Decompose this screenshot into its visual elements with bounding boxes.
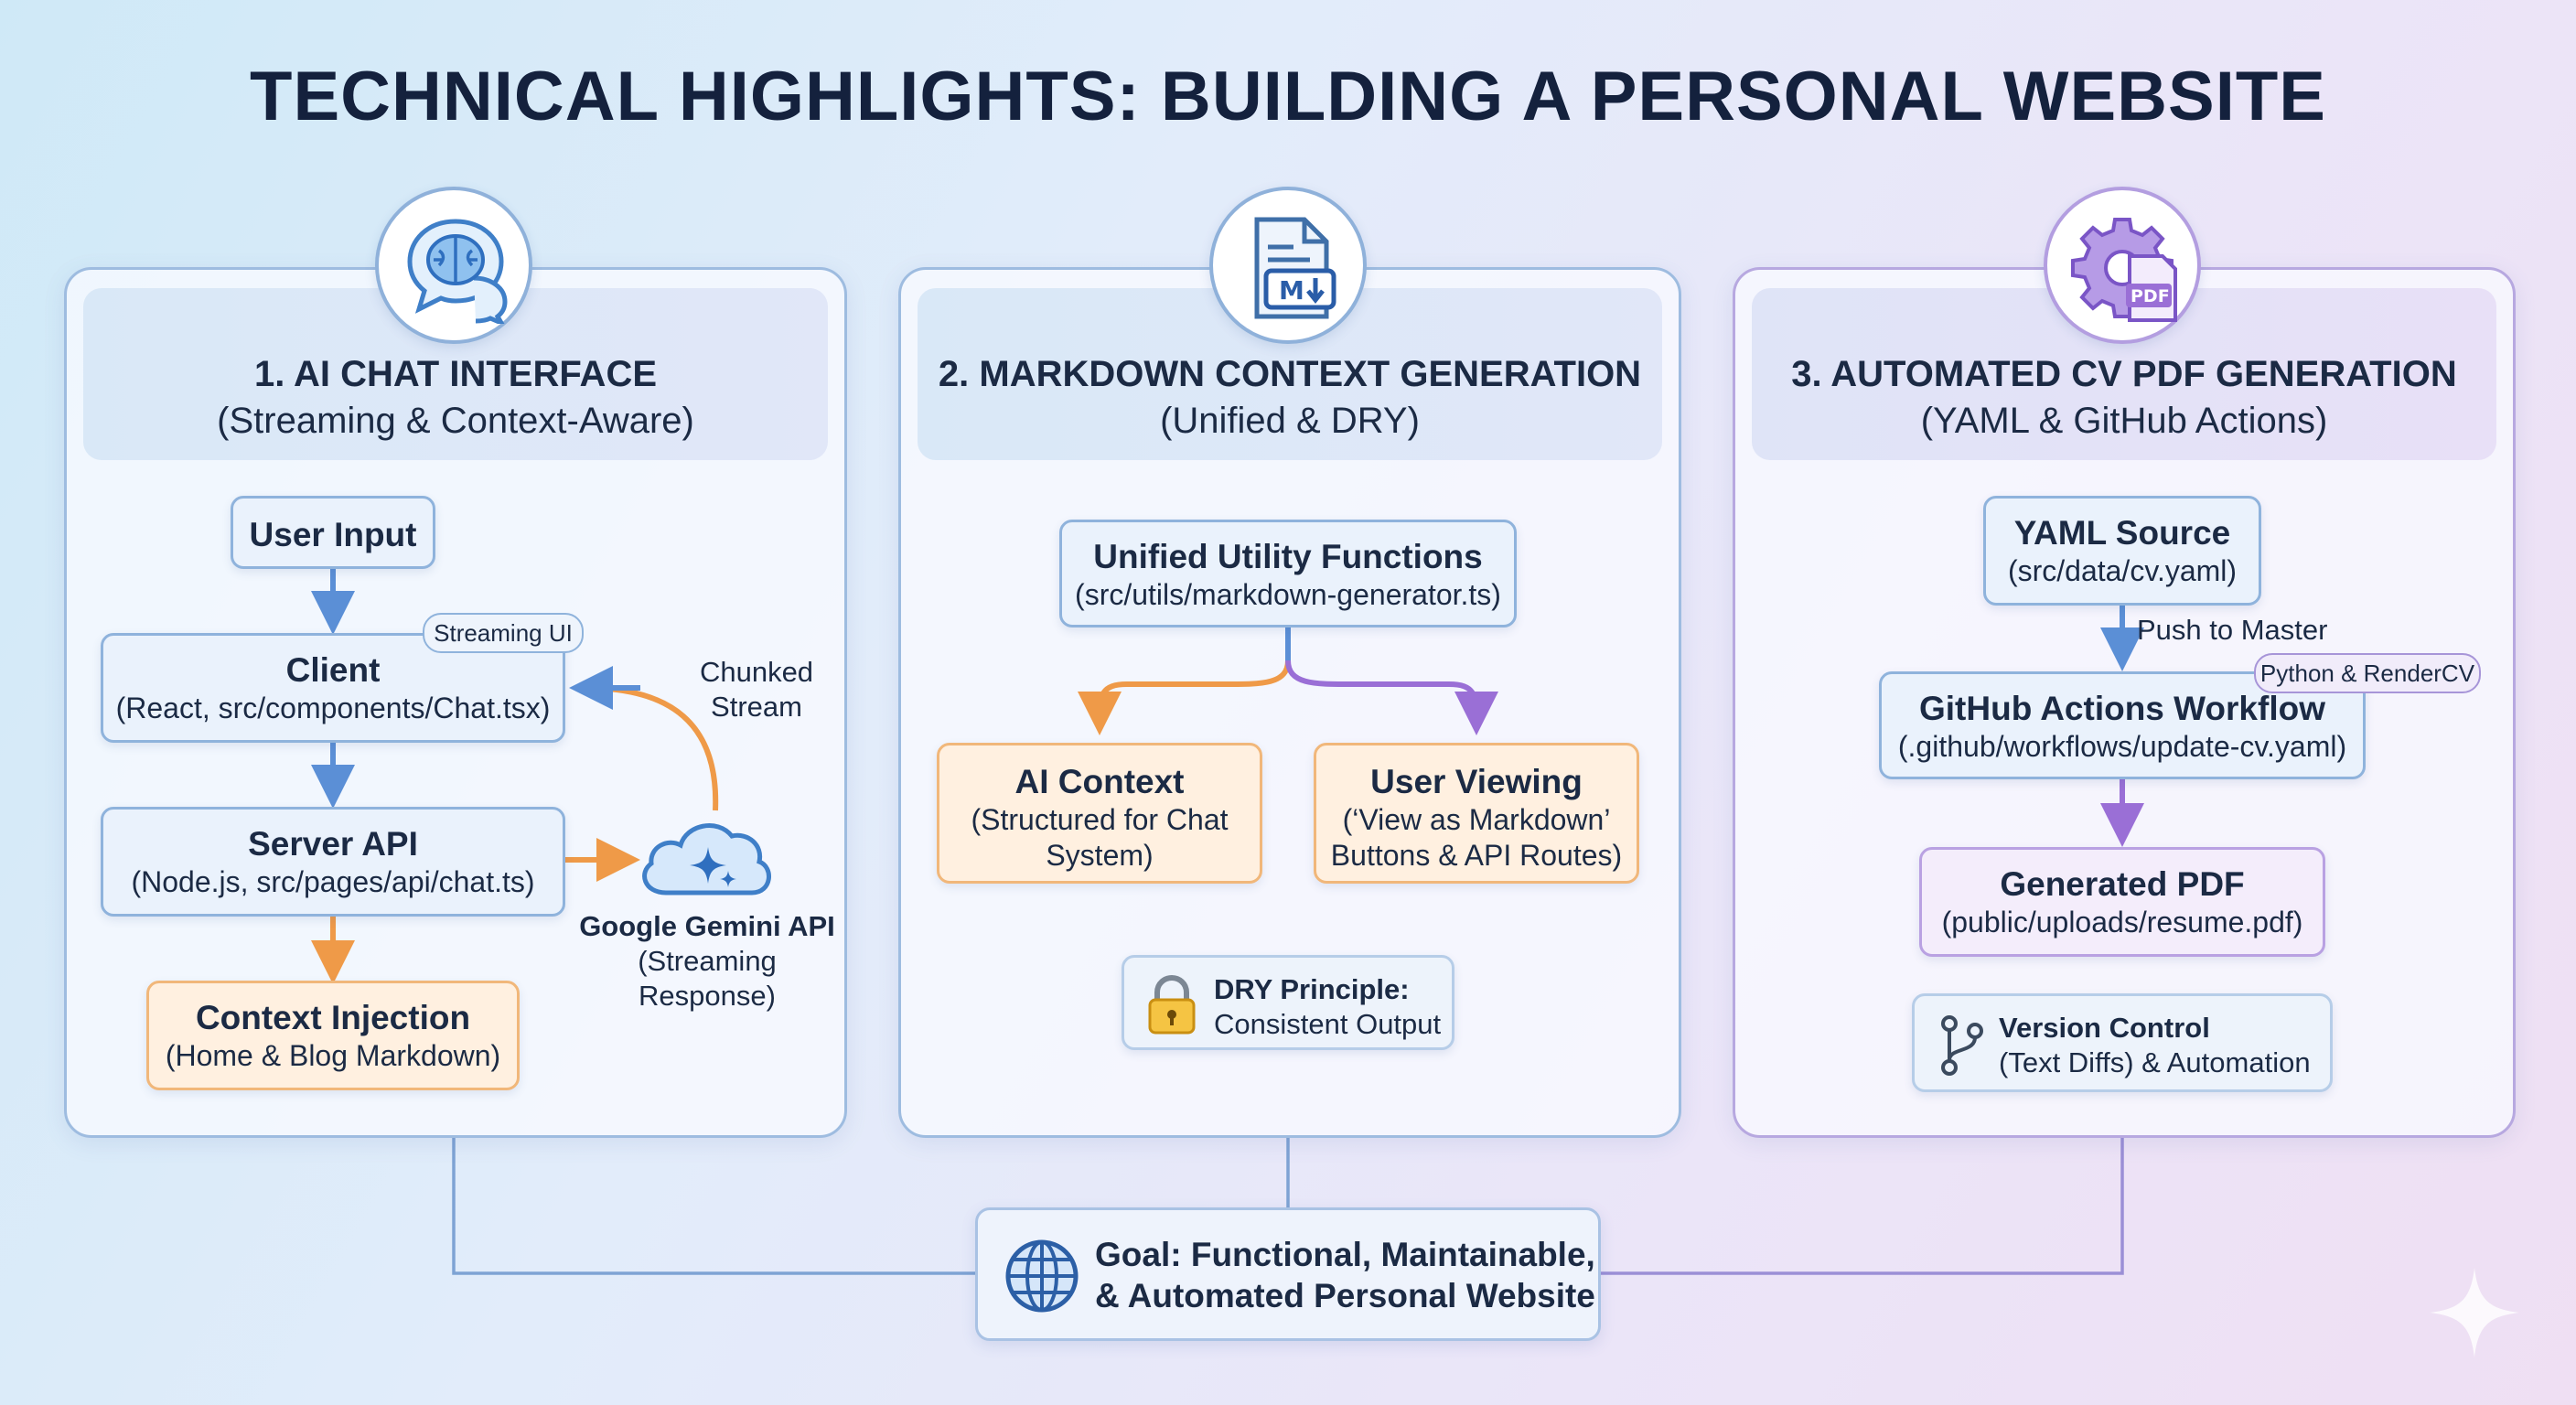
panel-cv-pdf: 3. AUTOMATED CV PDF GENERATION (YAML & G… [1733, 267, 2516, 1138]
streaming-ui-badge: Streaming UI [423, 613, 584, 653]
gear-pdf-icon: PDF [2044, 187, 2201, 344]
panel-subtitle: (Streaming & Context-Aware) [217, 401, 694, 441]
page-title: TECHNICAL HIGHLIGHTS: BUILDING A PERSONA… [250, 58, 2326, 135]
user-viewing-title: User Viewing [1370, 763, 1583, 800]
user-viewing-box: User Viewing (‘View as Markdown’ Buttons… [1314, 743, 1639, 884]
user-input-box: User Input [231, 496, 435, 569]
pdf-icon-label: PDF [2131, 286, 2170, 306]
gemini-api-label: Google Gemini API (Streaming Response) [574, 909, 840, 1013]
dry-subtitle: Consistent Output [1214, 1008, 1442, 1041]
lock-icon [1148, 974, 1196, 1035]
context-subtitle: (Home & Blog Markdown) [165, 1039, 501, 1073]
server-api-box: Server API (Node.js, src/pages/api/chat.… [101, 807, 565, 917]
chunked-label-line: Stream [711, 690, 802, 723]
server-title: Server API [248, 825, 418, 863]
sparkle-icon [2430, 1268, 2519, 1357]
client-title: Client [285, 651, 381, 689]
svg-text:M: M [1279, 275, 1304, 306]
dry-title: DRY Principle: [1214, 973, 1410, 1005]
version-control-box: Version Control (Text Diffs) & Automatio… [1912, 993, 2333, 1092]
python-rendercv-badge: Python & RenderCV [2254, 653, 2481, 693]
pdf-subtitle: (public/uploads/resume.pdf) [1941, 906, 2303, 939]
utility-title: Unified Utility Functions [1093, 538, 1483, 575]
gemini-title: Google Gemini API [579, 910, 835, 942]
panel-title: 1. AI CHAT INTERFACE [253, 354, 658, 394]
version-control-text: Version Control (Text Diffs) & Automatio… [1999, 1011, 2311, 1081]
panel-title: 3. AUTOMATED CV PDF GENERATION [1791, 354, 2457, 394]
ai-context-title: AI Context [1014, 763, 1185, 800]
user-viewing-subtitle-line: Buttons & API Routes) [1330, 839, 1623, 873]
goal-text: Goal: Functional, Maintainable, & Automa… [1095, 1234, 1595, 1316]
user-viewing-subtitle-line: (‘View as Markdown’ [1342, 803, 1611, 837]
goal-box: Goal: Functional, Maintainable, & Automa… [975, 1207, 1601, 1341]
gemini-subtitle-line: (Streaming [638, 944, 777, 977]
generated-pdf-box: Generated PDF (public/uploads/resume.pdf… [1919, 847, 2325, 957]
panel-subtitle: (Unified & DRY) [1160, 401, 1420, 441]
chunked-label-line: Chunked [699, 656, 814, 688]
goal-line: Goal: Functional, Maintainable, [1095, 1236, 1595, 1273]
goal-line: & Automated Personal Website [1095, 1277, 1595, 1315]
ai-context-box: AI Context (Structured for Chat System) [937, 743, 1262, 884]
version-subtitle: (Text Diffs) & Automation [1999, 1046, 2311, 1079]
globe-icon [1005, 1239, 1079, 1313]
user-input-label: User Input [249, 516, 417, 553]
pdf-title: Generated PDF [2000, 865, 2245, 903]
gemini-subtitle-line: Response) [639, 979, 776, 1012]
gemini-cloud-icon [642, 823, 771, 896]
panel-title: 2. MARKDOWN CONTEXT GENERATION [938, 354, 1642, 394]
context-title: Context Injection [195, 999, 471, 1036]
client-subtitle: (React, src/components/Chat.tsx) [115, 692, 551, 725]
version-title: Version Control [1999, 1012, 2210, 1044]
dry-principle-box: DRY Principle: Consistent Output [1122, 955, 1454, 1050]
context-injection-box: Context Injection (Home & Blog Markdown) [146, 981, 520, 1090]
panel-header: 1. AI CHAT INTERFACE (Streaming & Contex… [83, 288, 828, 460]
chunked-stream-label: Chunked Stream [679, 655, 834, 724]
brain-chat-icon [375, 187, 532, 344]
server-subtitle: (Node.js, src/pages/api/chat.ts) [131, 865, 535, 899]
panel-subtitle: (YAML & GitHub Actions) [1920, 401, 2328, 441]
yaml-subtitle: (src/data/cv.yaml) [2007, 554, 2238, 588]
ai-context-subtitle-line: (Structured for Chat [971, 803, 1229, 837]
ai-context-subtitle-line: System) [1046, 839, 1154, 873]
push-to-master-label: Push to Master [2137, 614, 2328, 646]
markdown-file-icon: M [1209, 187, 1367, 344]
yaml-source-box: YAML Source (src/data/cv.yaml) [1983, 496, 2261, 606]
workflow-subtitle: (.github/workflows/update-cv.yaml) [1897, 730, 2347, 764]
git-branch-icon [1941, 1015, 1983, 1076]
unified-utility-box: Unified Utility Functions (src/utils/mar… [1059, 520, 1517, 627]
yaml-title: YAML Source [2013, 514, 2231, 552]
utility-subtitle: (src/utils/markdown-generator.ts) [1075, 578, 1501, 612]
workflow-title: GitHub Actions Workflow [1919, 690, 2325, 727]
dry-text: DRY Principle: Consistent Output [1214, 972, 1441, 1043]
